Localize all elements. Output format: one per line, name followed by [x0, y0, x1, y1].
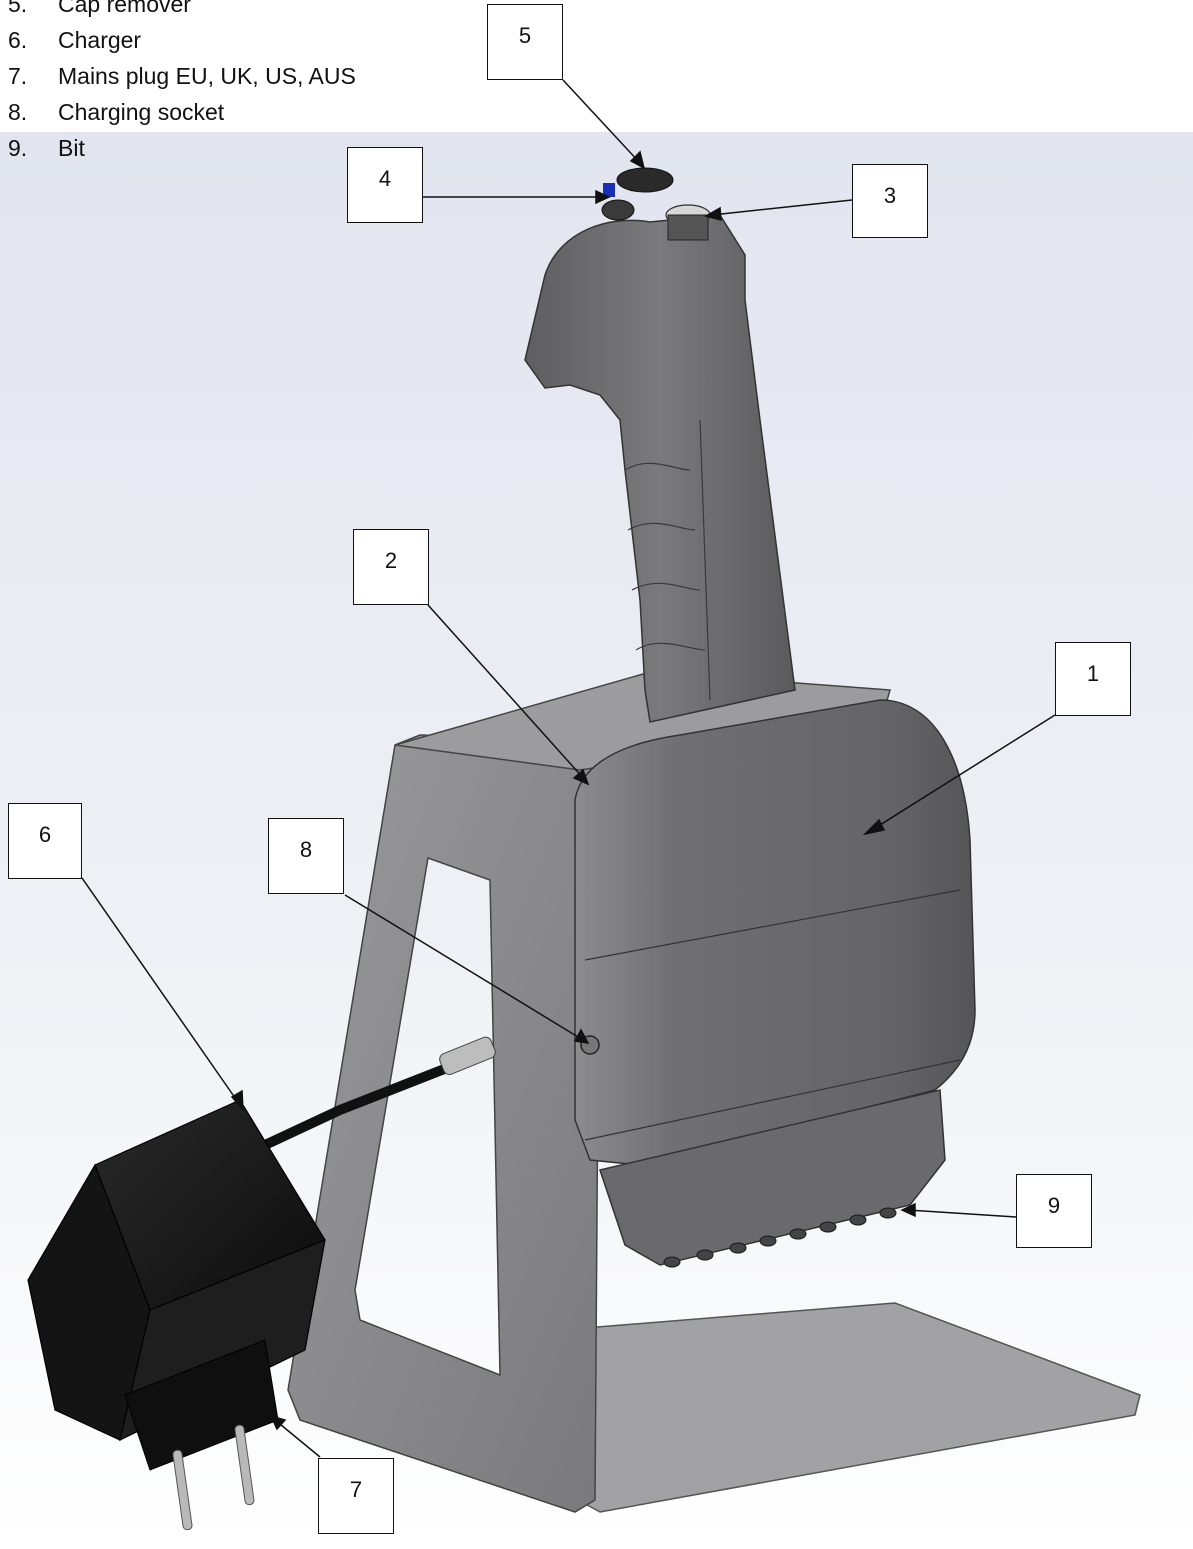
callout-1: 1 [1055, 642, 1131, 716]
plug-pin [234, 1424, 255, 1506]
legend-item: 5.Cap remover [8, 0, 191, 17]
bit-tips [663, 1207, 897, 1268]
callout-6: 6 [8, 803, 82, 879]
callout-9: 9 [1016, 1174, 1092, 1248]
legend-item: 7.Mains plug EU, UK, US, AUS [8, 63, 356, 89]
callout-7: 7 [318, 1458, 394, 1534]
blue-button [603, 183, 615, 197]
device-body-lower-seam [584, 1059, 961, 1141]
callout-8: 8 [268, 818, 344, 894]
legend-item: 9.Bit [8, 135, 85, 161]
device-body-seam [584, 889, 961, 961]
callout-5: 5 [487, 4, 563, 80]
leader-lines [81, 79, 1056, 1458]
plug-pin [172, 1449, 193, 1531]
parts-legend: 5.Cap remover 6.Charger 7.Mains plug EU,… [0, 0, 356, 166]
legend-item: 6.Charger [8, 27, 142, 53]
cap-remover-knob [616, 167, 674, 193]
side-knob-4 [601, 199, 635, 221]
charger-plug-tip [439, 1036, 496, 1076]
bit-module [599, 1089, 946, 1266]
legend-item: 8.Charging socket [8, 99, 225, 125]
callout-2: 2 [353, 529, 429, 605]
callout-3: 3 [852, 164, 928, 238]
callout-4: 4 [347, 147, 423, 223]
top-button-3-stem [667, 214, 709, 241]
handle-grip-ridges [624, 419, 711, 701]
device-body [574, 699, 976, 1166]
